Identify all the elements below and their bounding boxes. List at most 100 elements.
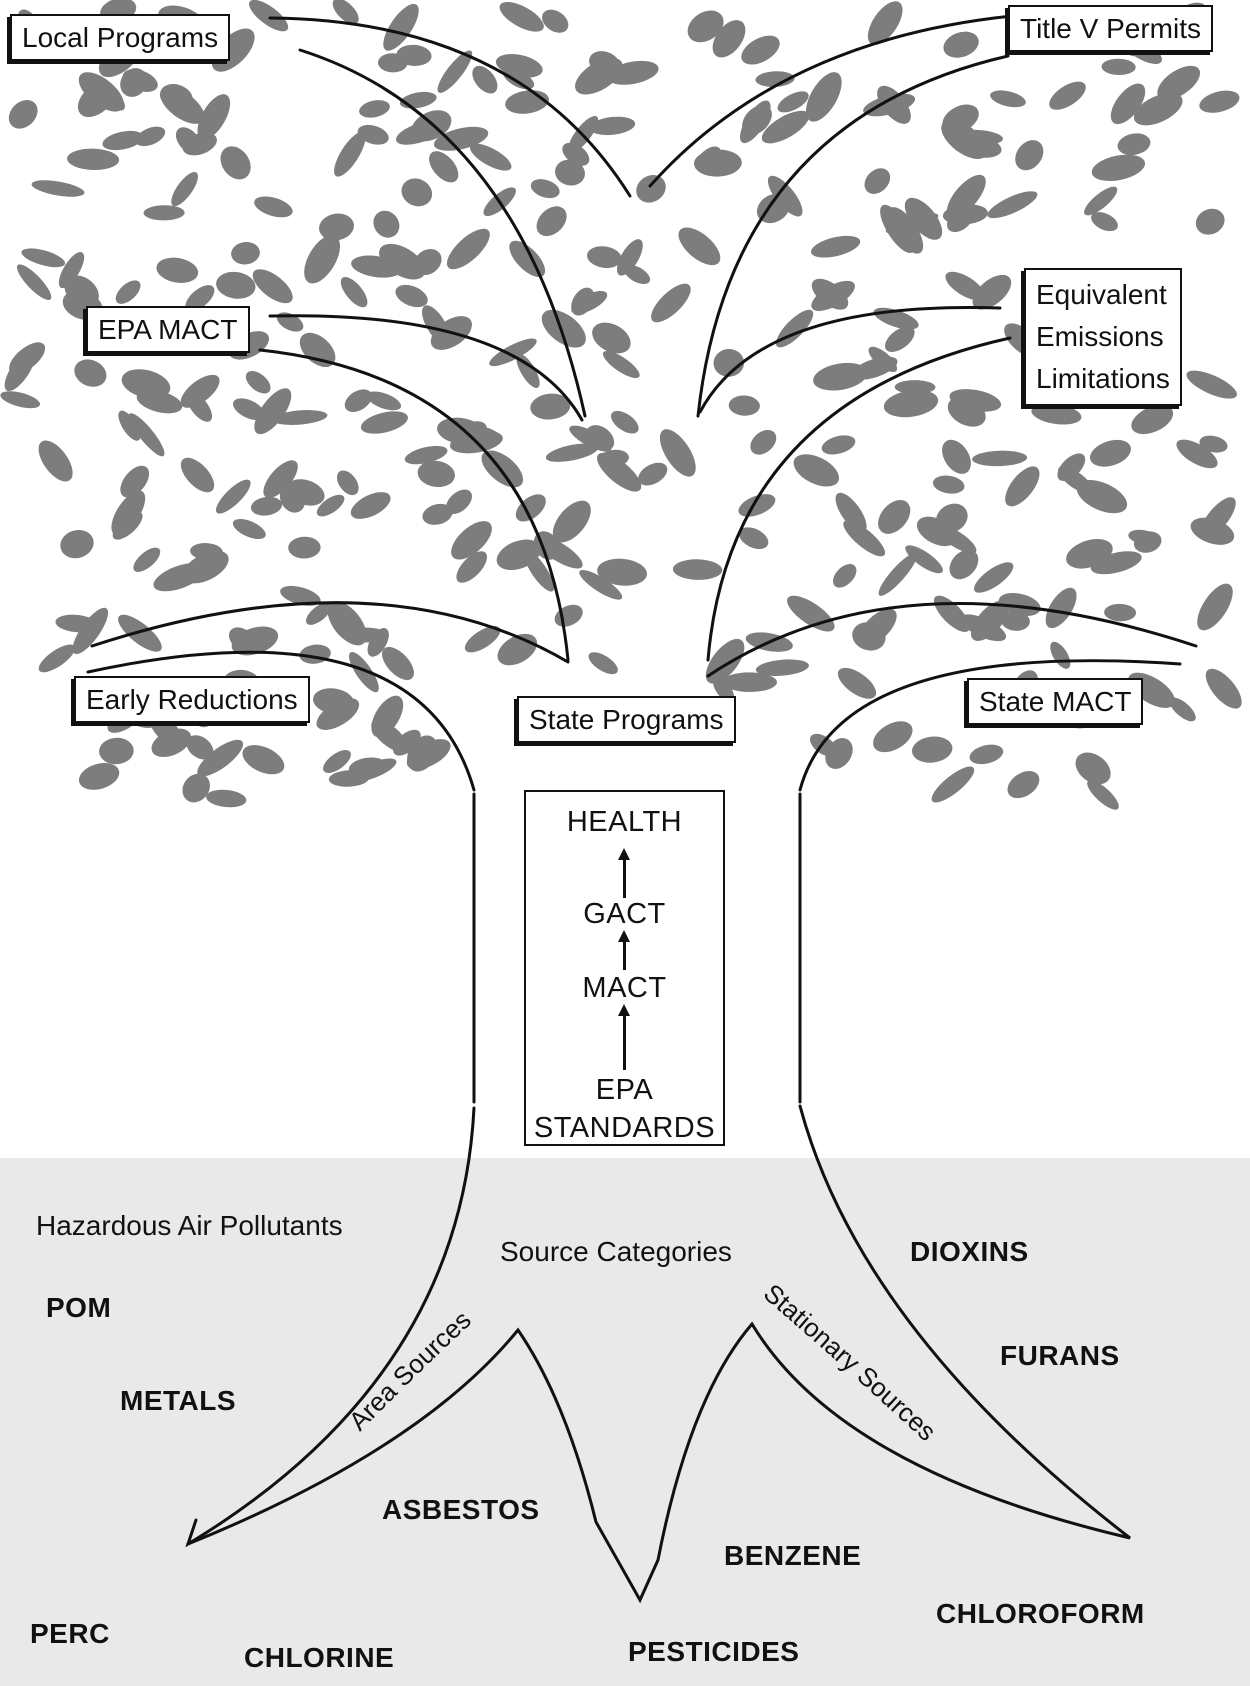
leaf-shape xyxy=(809,232,862,262)
leaf-shape xyxy=(129,543,164,576)
pollutant-asbestos: ASBESTOS xyxy=(382,1494,540,1526)
state-mact-box: State MACT xyxy=(967,678,1143,725)
leaf-shape xyxy=(57,526,97,562)
epa-mact-box: EPA MACT xyxy=(86,306,250,353)
leaf-shape xyxy=(211,475,255,518)
epa-mact-label: EPA MACT xyxy=(98,314,238,345)
leaf-shape xyxy=(288,536,321,559)
leaf-shape xyxy=(1199,663,1248,715)
local-programs-label: Local Programs xyxy=(22,22,218,53)
leaf-shape xyxy=(423,146,464,188)
title-v-permits-label: Title V Permits xyxy=(1020,13,1201,44)
hazardous-air-pollutants-label: Hazardous Air Pollutants xyxy=(36,1210,343,1242)
leaf-shape xyxy=(214,269,257,301)
leaf-shape xyxy=(1116,131,1152,158)
leaf-shape xyxy=(30,177,85,200)
leaf-shape xyxy=(494,50,545,82)
leaf-shape xyxy=(735,490,778,522)
leaf-shape xyxy=(35,640,79,678)
leaf-shape xyxy=(504,87,551,116)
leaf-shape xyxy=(1104,603,1136,621)
leaf-shape xyxy=(833,662,881,705)
leaf-shape xyxy=(989,87,1028,110)
leaf-shape xyxy=(645,278,696,329)
state-programs-label: State Programs xyxy=(529,704,724,735)
leaf-shape xyxy=(984,186,1040,223)
leaf-shape xyxy=(344,648,384,696)
leaf-shape xyxy=(143,205,184,221)
pollutant-pesticides: PESTICIDES xyxy=(628,1636,799,1668)
pollutant-perc: PERC xyxy=(30,1618,110,1650)
state-mact-label: State MACT xyxy=(979,686,1131,717)
pollutant-furans: FURANS xyxy=(1000,1340,1120,1372)
hierarchy-gact: GACT xyxy=(526,898,723,931)
leaf-shape xyxy=(1101,58,1136,75)
leaf-shape xyxy=(252,192,295,221)
leaf-shape xyxy=(32,435,79,488)
leaf-shape xyxy=(936,434,977,479)
leaf-shape xyxy=(538,5,573,38)
leaf-shape xyxy=(1087,435,1135,471)
leaf-shape xyxy=(503,235,551,283)
leaf-shape xyxy=(1039,583,1082,633)
leaf-shape xyxy=(441,222,496,276)
pollutant-dioxins: DIOXINS xyxy=(910,1236,1029,1268)
pollutant-chloroform: CHLOROFORM xyxy=(936,1598,1145,1630)
leaf-shape xyxy=(492,627,543,672)
leaf-shape xyxy=(0,388,42,412)
leaf-shape xyxy=(868,715,918,759)
equivalent-label-line-3: Limitations xyxy=(1036,358,1170,400)
leaf-shape xyxy=(333,466,364,499)
leaf-shape xyxy=(1197,87,1242,117)
pollutant-pom: POM xyxy=(46,1292,111,1324)
leaf-shape xyxy=(859,163,895,199)
leaf-shape xyxy=(728,395,760,417)
leaf-shape xyxy=(940,27,982,62)
leaf-shape xyxy=(874,549,921,600)
leaf-shape xyxy=(112,276,145,308)
leaf-shape xyxy=(154,255,200,286)
leaf-shape xyxy=(175,452,220,498)
leaf-shape xyxy=(133,123,168,150)
leaf-shape xyxy=(895,380,936,394)
leaf-shape xyxy=(433,46,477,97)
leaf-shape xyxy=(364,388,403,415)
leaf-shape xyxy=(1183,365,1240,404)
state-programs-box: State Programs xyxy=(517,696,736,743)
leaf-shape xyxy=(782,589,840,638)
leaf-shape xyxy=(585,648,621,679)
equivalent-emissions-box: Equivalent Emissions Limitations xyxy=(1024,268,1182,406)
leaf-shape xyxy=(1009,135,1049,176)
leaf-shape xyxy=(910,734,954,765)
pollutant-benzene: BENZENE xyxy=(724,1540,861,1572)
pollutant-metals: METALS xyxy=(120,1385,236,1417)
leaf-shape xyxy=(872,494,917,540)
leaf-shape xyxy=(607,406,642,438)
leaf-shape xyxy=(250,495,284,518)
area-sources-label: Area Sources xyxy=(343,1305,477,1437)
leaf-shape xyxy=(293,326,342,374)
leaf-shape xyxy=(205,788,247,809)
equivalent-label-line-2: Emissions xyxy=(1036,316,1170,358)
leaf-shape xyxy=(274,308,307,335)
title-v-permits-box: Title V Permits xyxy=(1008,5,1213,52)
leaf-shape xyxy=(368,206,405,243)
leaf-shape xyxy=(927,761,979,808)
leaf-shape xyxy=(672,221,727,272)
leaf-shape xyxy=(972,450,1027,467)
leaf-shape xyxy=(1002,765,1044,803)
leaf-shape xyxy=(788,448,844,494)
up-arrow-icon xyxy=(623,1014,626,1070)
leaf-shape xyxy=(67,148,120,171)
hierarchy-standards: STANDARDS xyxy=(526,1112,723,1145)
leaf-shape xyxy=(1089,150,1147,185)
leaf-shape xyxy=(113,609,167,658)
leaf-shape xyxy=(495,0,548,38)
leaf-shape xyxy=(328,128,371,181)
leaf-shape xyxy=(829,560,861,592)
leaf-shape xyxy=(746,425,782,460)
leaf-shape xyxy=(673,559,723,581)
leaf-shape xyxy=(238,739,289,780)
source-categories-label: Source Categories xyxy=(500,1236,732,1268)
leaf-shape xyxy=(359,407,411,438)
